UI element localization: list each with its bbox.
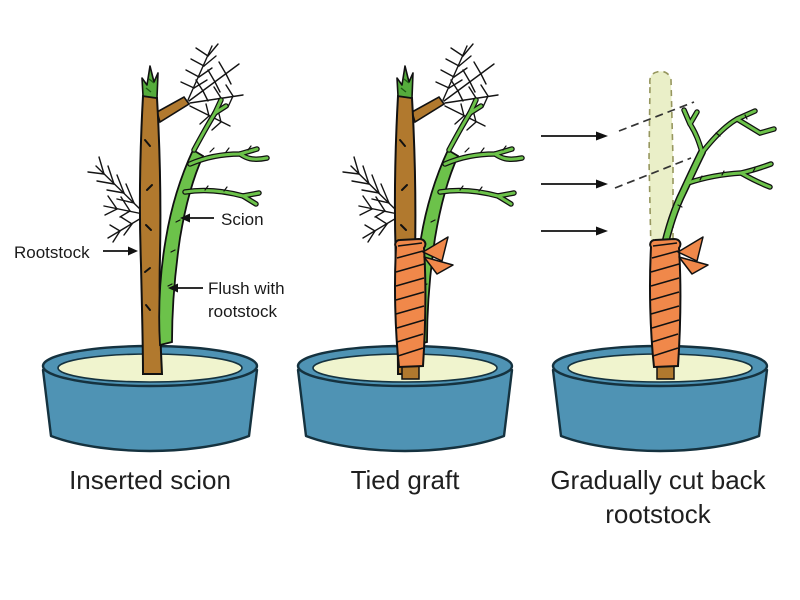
scion-panel3	[660, 108, 776, 255]
caption-tied-graft: Tied graft	[350, 465, 460, 495]
right-arrow-head	[596, 226, 608, 236]
caption-inserted-scion: Inserted scion	[69, 465, 231, 495]
scion-label: Scion	[221, 210, 264, 229]
flush-label-line2: rootstock	[208, 302, 277, 321]
rootstock-arrow-head	[128, 246, 138, 256]
cut-back-arrows	[541, 131, 608, 236]
ghost-rootstock-stem	[648, 70, 674, 253]
caption-cut-back-line1: Gradually cut back	[550, 465, 766, 495]
caption-cut-back-line2: rootstock	[605, 499, 711, 529]
caption-cut-back: Gradually cut back rootstock	[538, 463, 778, 531]
scion-arrow-head	[180, 213, 190, 223]
flush-label: Flush with rootstock	[208, 277, 285, 323]
scion-panel3-thorns	[677, 114, 756, 208]
flush-label-line1: Flush with	[208, 279, 285, 298]
label-arrows	[103, 213, 214, 293]
right-arrow-head	[596, 131, 608, 141]
dashed-cut-lines	[614, 101, 695, 189]
cut-line-upper	[618, 101, 695, 132]
cut-line-lower	[614, 157, 692, 189]
flush-arrow-head	[168, 283, 178, 293]
rootstock-label: Rootstock	[14, 243, 90, 262]
plant-panel-2	[343, 44, 522, 374]
right-arrow-head	[596, 179, 608, 189]
